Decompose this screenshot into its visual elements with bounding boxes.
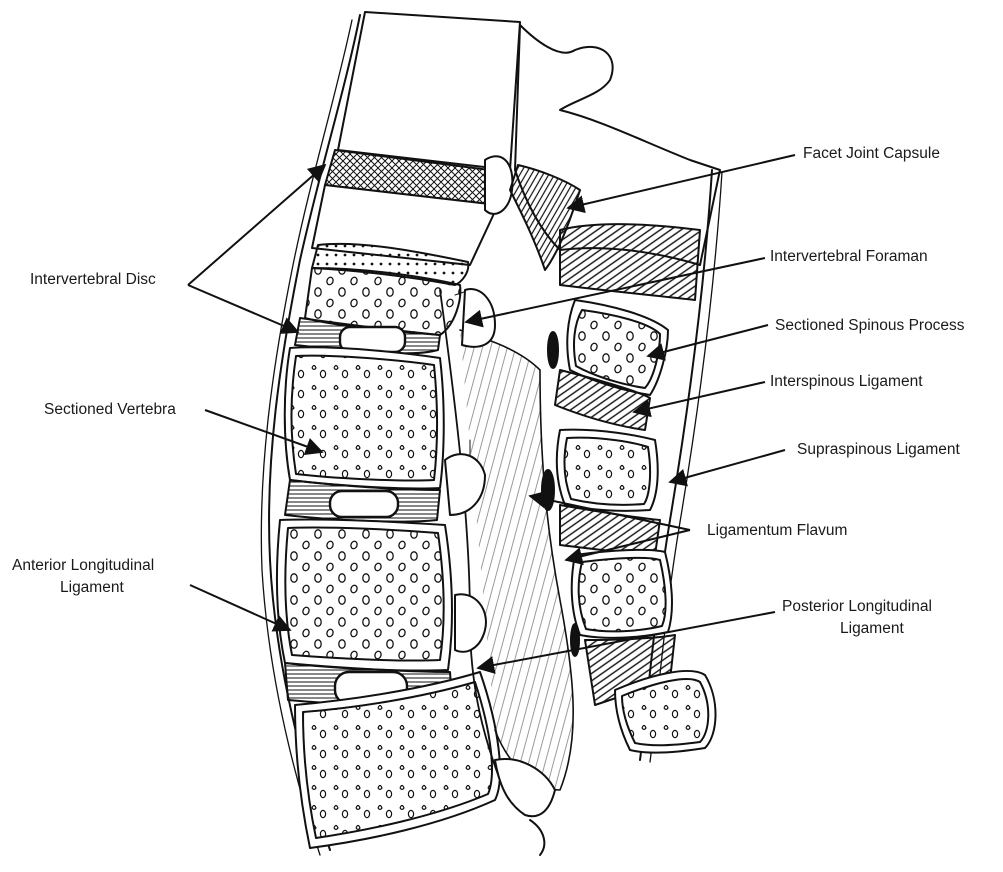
label-ligamentum-flavum: Ligamentum Flavum: [707, 521, 847, 540]
label-posterior-longitudinal-ligament-line2: Ligament: [840, 619, 904, 638]
label-anterior-longitudinal-ligament-line1: Anterior Longitudinal: [12, 556, 154, 575]
label-facet-joint-capsule: Facet Joint Capsule: [803, 144, 940, 163]
spine-drawing: [261, 12, 722, 855]
intervertebral-disc-arrow-1: [188, 165, 325, 285]
label-sectioned-vertebra: Sectioned Vertebra: [44, 400, 176, 419]
label-interspinous-ligament: Interspinous Ligament: [770, 372, 923, 391]
anterior-longitudinal-ligament-arrow: [190, 585, 290, 630]
label-intervertebral-foraman: Intervertebral Foraman: [770, 247, 928, 266]
label-sectioned-spinous-process: Sectioned Spinous Process: [775, 316, 965, 335]
supraspinous-ligament-arrow: [670, 450, 785, 482]
label-supraspinous-ligament: Supraspinous Ligament: [797, 440, 960, 459]
label-intervertebral-disc: Intervertebral Disc: [30, 270, 156, 289]
intervertebral-disc-arrow-2: [188, 285, 298, 332]
label-posterior-longitudinal-ligament-line1: Posterior Longitudinal: [782, 597, 932, 616]
label-anterior-longitudinal-ligament-line2: Ligament: [60, 578, 124, 597]
